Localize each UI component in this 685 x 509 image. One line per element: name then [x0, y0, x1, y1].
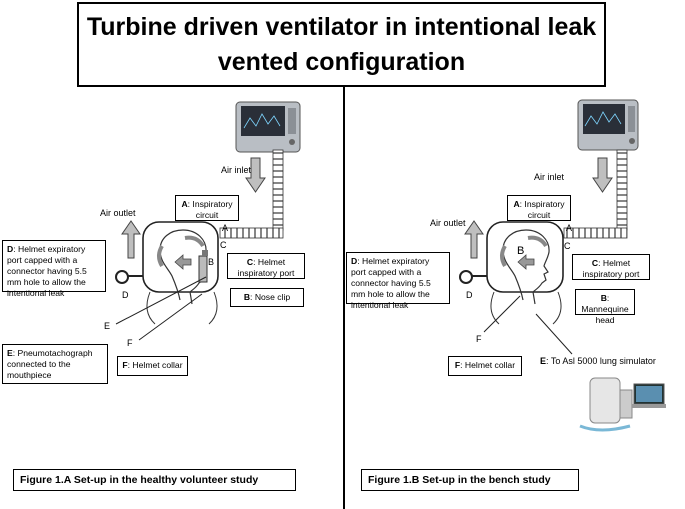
- lung-simulator: [579, 377, 666, 432]
- letter-B-left: B: [208, 257, 215, 267]
- flow-arrow-left-3: [174, 254, 192, 270]
- letter-D-right: D: [466, 290, 473, 300]
- letter-F-left: F: [127, 338, 133, 348]
- label-E-right: E: To Asl 5000 lung simulator: [540, 356, 656, 366]
- outlet-arrow-left: [121, 220, 141, 259]
- box-A-right: A: Inspiratory circuit: [507, 195, 571, 221]
- box-D-right: D: Helmet expiratory port capped with a …: [346, 252, 450, 310]
- title-box: Turbine driven ventilator in intentional…: [77, 2, 606, 87]
- box-B-right: B: Mannequine head: [575, 289, 635, 325]
- letter-F-right: F: [476, 334, 482, 344]
- flow-arrow-left-1: [157, 244, 164, 268]
- tube-vertical-right: [616, 149, 628, 231]
- caption-left: Figure 1.A Set-up in the healthy volunte…: [13, 469, 296, 491]
- box-C-right: C: Helmet inspiratory port: [572, 254, 650, 280]
- box-E-left: E: Pneumotachograph connected to the mou…: [2, 344, 108, 384]
- air-outlet-label-left: Air outlet: [100, 208, 136, 218]
- letter-B-right: B: [517, 245, 525, 257]
- box-F-right: F: Helmet collar: [448, 356, 522, 376]
- letter-C-left: C: [220, 240, 227, 250]
- leader-F-right: [483, 295, 521, 333]
- panel-divider: [343, 87, 345, 509]
- box-A-left: A: Inspiratory circuit: [175, 195, 239, 221]
- letter-A-right: A: [566, 223, 573, 233]
- inlet-arrow-right: [592, 157, 613, 193]
- letter-D-left: D: [122, 290, 129, 300]
- tube-horizontal-right: [563, 227, 628, 239]
- ventilator-device-left: [235, 101, 301, 153]
- letter-C-right: C: [564, 241, 571, 251]
- leader-E-right: [535, 313, 573, 355]
- flow-arrow-right-2: [527, 235, 548, 248]
- flow-arrow-right-1: [500, 244, 507, 268]
- outlet-arrow-right: [464, 220, 484, 259]
- leader-F-left: [138, 293, 203, 341]
- collar-left: [146, 291, 218, 325]
- caption-right: Figure 1.B Set-up in the bench study: [361, 469, 579, 491]
- box-C-left: C: Helmet inspiratory port: [227, 253, 305, 279]
- air-inlet-label-left: Air inlet: [221, 165, 252, 175]
- mannequin-head: [502, 229, 550, 305]
- expiratory-port-right: [459, 270, 473, 284]
- air-outlet-label-right: Air outlet: [430, 218, 466, 228]
- box-F-left: F: Helmet collar: [117, 356, 188, 376]
- inlet-arrow-left: [245, 157, 266, 193]
- air-inlet-label-right: Air inlet: [534, 172, 565, 182]
- box-D-left: D: Helmet expiratory port capped with a …: [2, 240, 106, 298]
- box-B-left: B: Nose clip: [230, 288, 304, 307]
- letter-E-left: E: [104, 321, 111, 331]
- tube-horizontal-left: [219, 227, 284, 239]
- collar-right: [490, 291, 562, 325]
- expiratory-port-left: [115, 270, 129, 284]
- ventilator-device-right: [577, 99, 639, 151]
- title-line-2: vented configuration: [217, 47, 466, 76]
- flow-arrow-right-3: [517, 254, 535, 270]
- leader-E-left: [115, 276, 207, 325]
- tube-vertical-left: [272, 149, 284, 231]
- flow-arrow-left-2: [184, 235, 205, 248]
- nose-clip: [202, 250, 208, 256]
- letter-A-left: A: [222, 223, 229, 233]
- title-line-1: Turbine driven ventilator in intentional…: [86, 12, 597, 41]
- head-profile-left: [159, 229, 207, 305]
